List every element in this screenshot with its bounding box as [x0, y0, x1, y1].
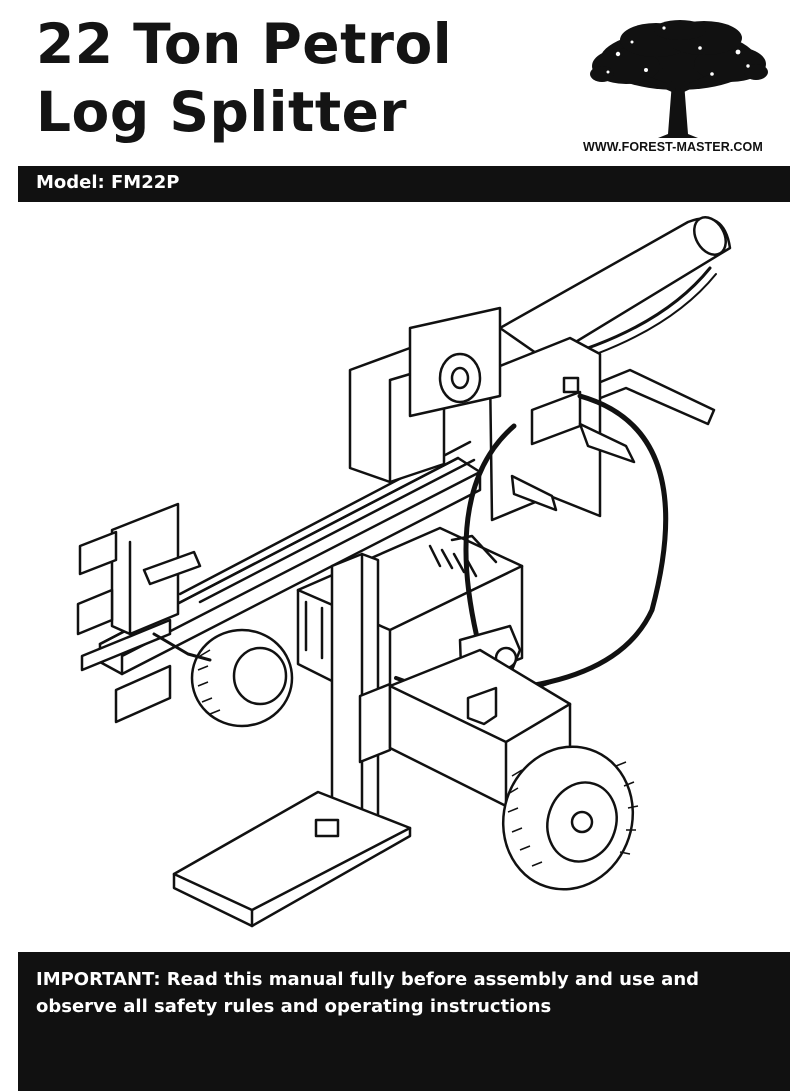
- log-splitter-drawing: [76, 216, 732, 928]
- brand-url: WWW.FOREST-MASTER.COM: [583, 140, 763, 154]
- model-bar: Model: FM22P: [18, 166, 790, 202]
- title-line-1: 22 Ton Petrol: [36, 12, 453, 76]
- title-line-2: Log Splitter: [36, 80, 408, 144]
- safety-notice-bar: IMPORTANT: Read this manual fully before…: [18, 952, 790, 1091]
- safety-notice: IMPORTANT: Read this manual fully before…: [36, 969, 700, 1017]
- tree-icon: [590, 20, 768, 138]
- model-number: Model: FM22P: [36, 172, 180, 193]
- page-title: 22 Ton Petrol Log Splitter: [36, 10, 452, 146]
